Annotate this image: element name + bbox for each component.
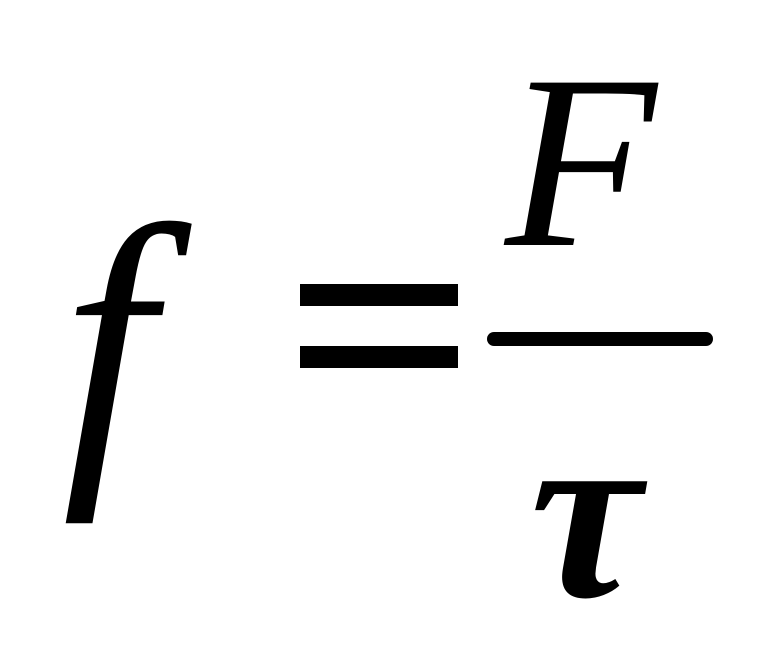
equals-top-bar (300, 284, 458, 306)
fraction-denominator: τ (530, 374, 641, 651)
formula-lhs: f (62, 160, 154, 525)
equals-bottom-bar (300, 346, 458, 368)
fraction-bar (487, 332, 713, 346)
equals-sign: = (300, 247, 458, 368)
fraction-numerator: F (505, 24, 657, 299)
